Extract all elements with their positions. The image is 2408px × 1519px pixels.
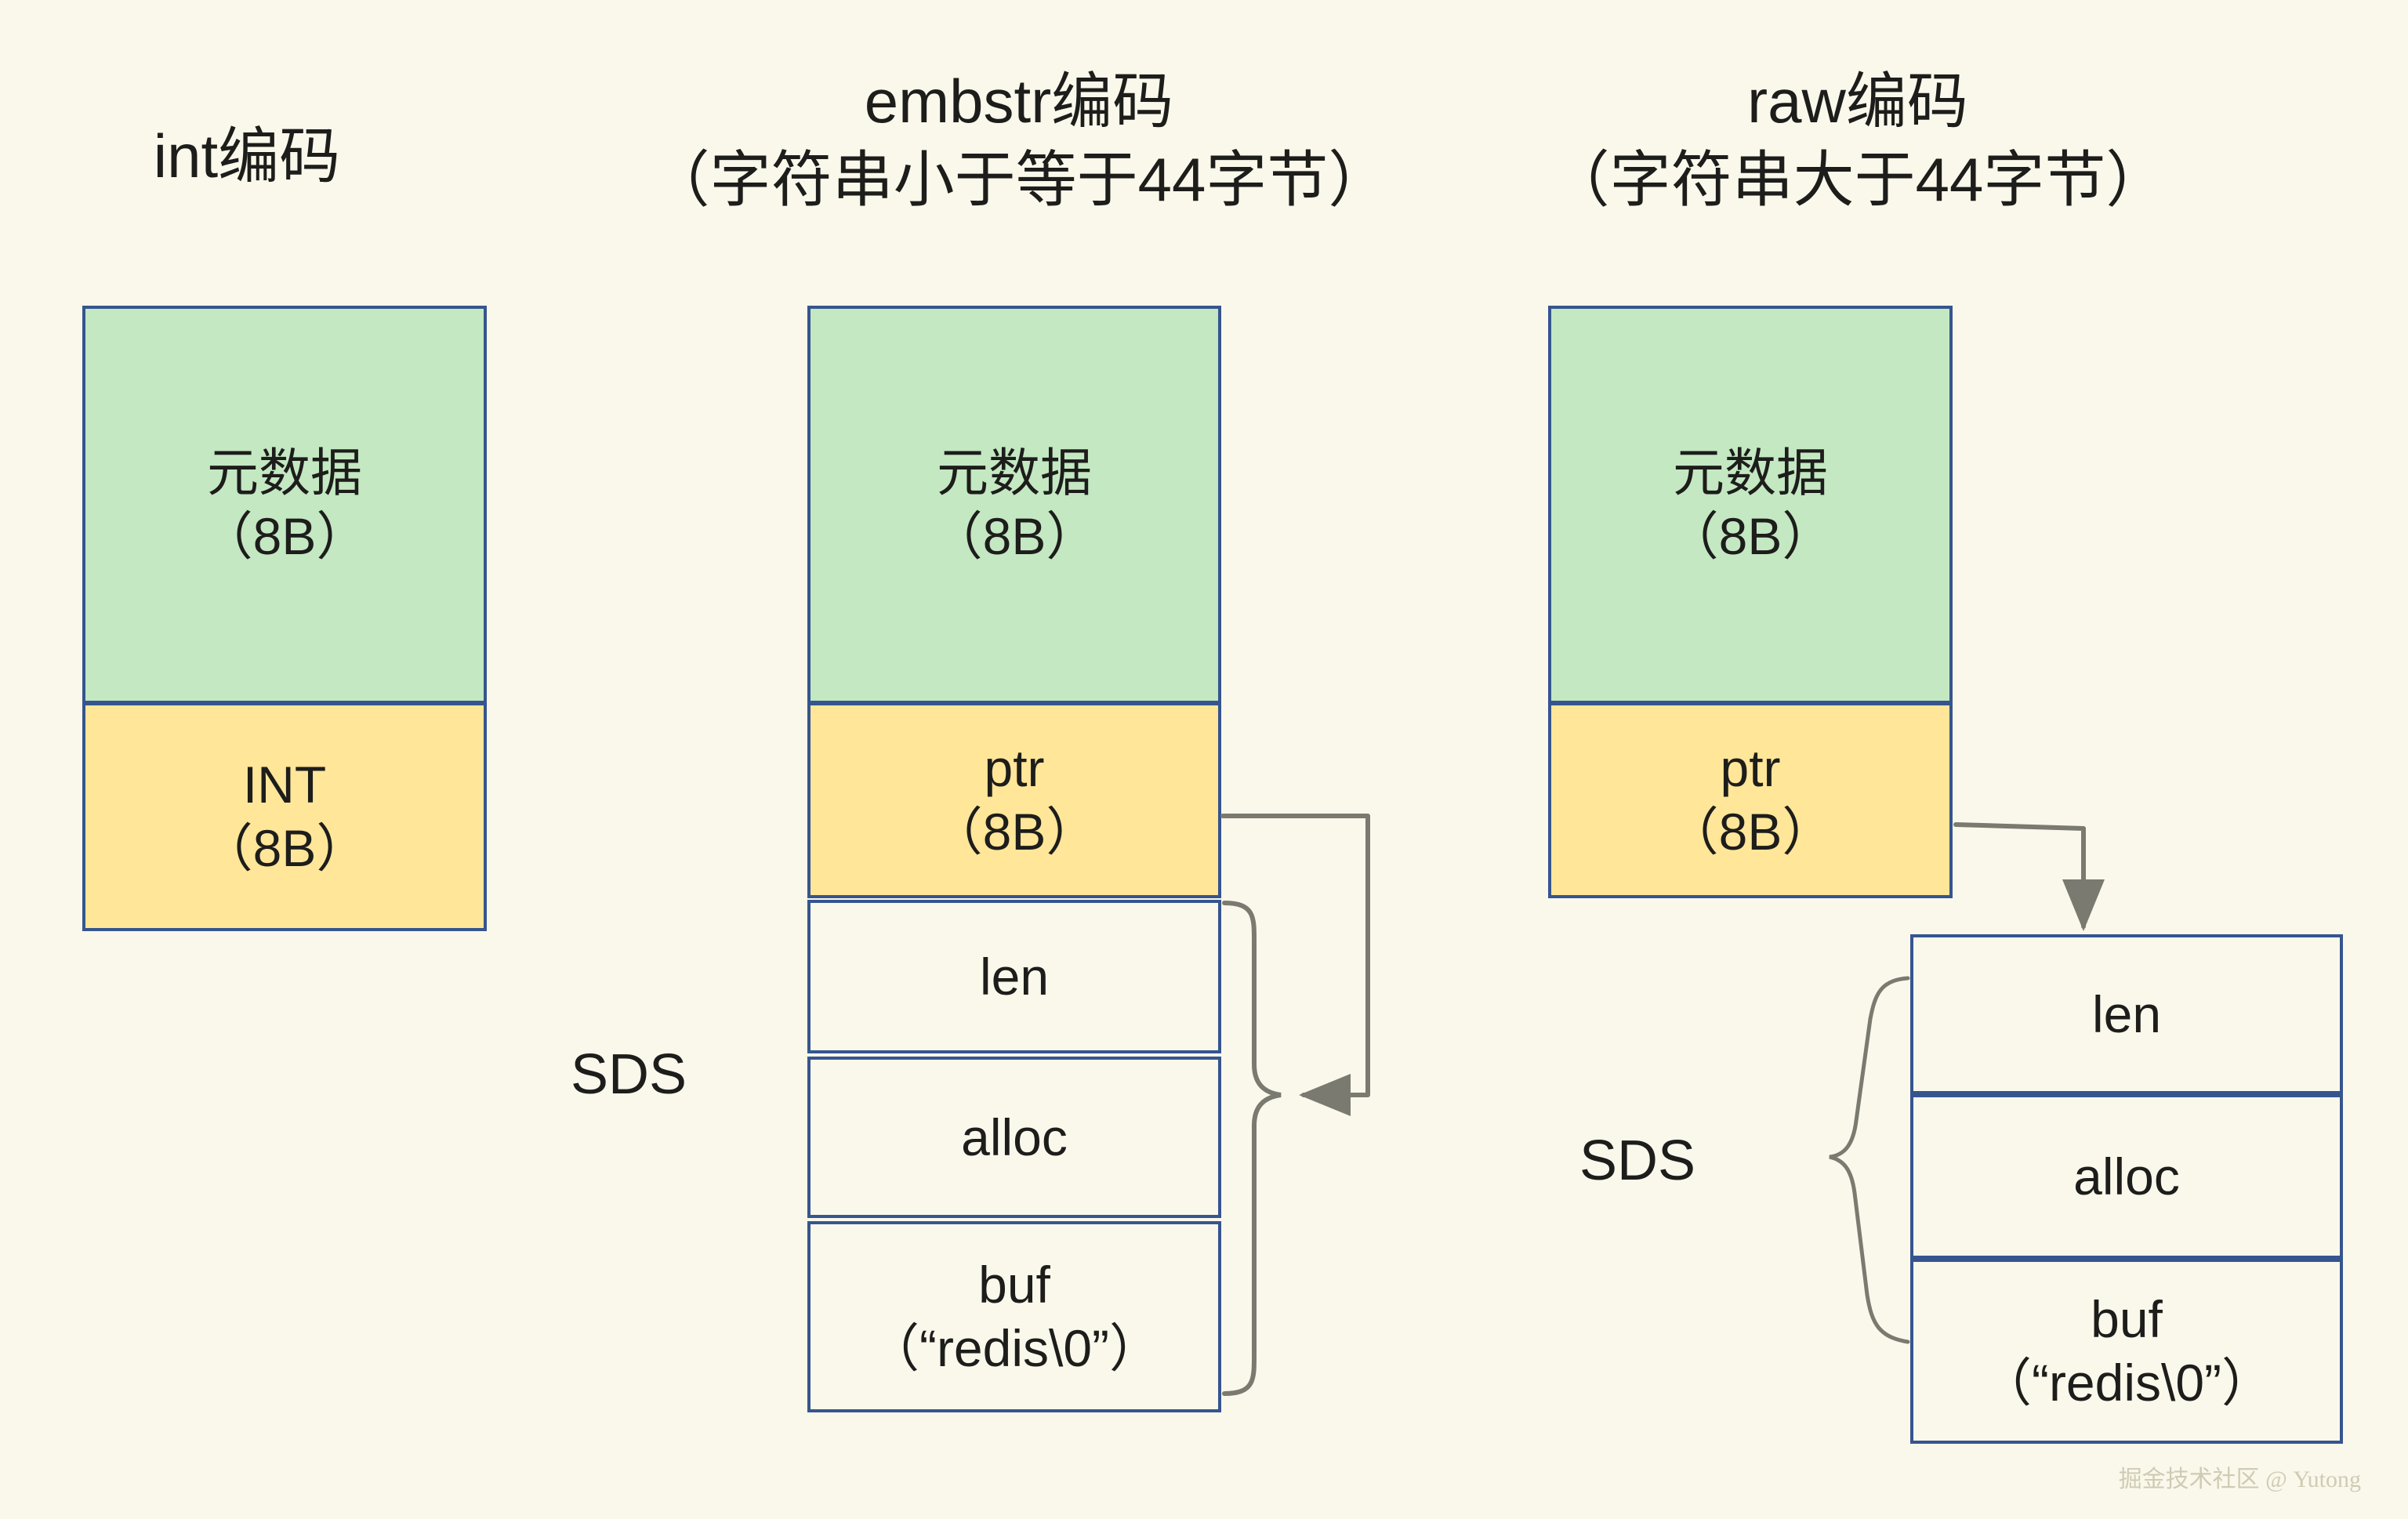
title-raw-encoding: raw编码 （字符串大于44字节） [1466, 63, 2250, 219]
embstr-metadata-size: （8B） [930, 507, 1098, 565]
raw-sds-label: SDS [1579, 1129, 1696, 1192]
raw-ptr-arrow [1953, 822, 2105, 931]
embstr-sds-len-label: len [979, 947, 1050, 1006]
embstr-metadata-block: 元数据 （8B） [807, 306, 1221, 704]
raw-sds-buf-value: （“redis\0”） [1979, 1354, 2274, 1412]
embstr-sds-label: SDS [571, 1043, 687, 1106]
raw-sds-buf-block: buf （“redis\0”） [1910, 1259, 2343, 1444]
embstr-ptr-block: ptr （8B） [807, 702, 1221, 898]
raw-ptr-label: ptr [1720, 739, 1781, 798]
embstr-sds-brace-icon [1222, 901, 1282, 1396]
embstr-sds-buf-value: （“redis\0”） [867, 1319, 1162, 1377]
int-metadata-size: （8B） [201, 507, 368, 565]
embstr-sds-buf-label: buf [978, 1256, 1050, 1314]
title-raw-line1: raw编码 [1747, 67, 1968, 136]
int-value-label: INT [242, 756, 327, 814]
raw-sds-len-label: len [2091, 984, 2162, 1043]
raw-metadata-size: （8B） [1666, 507, 1834, 565]
embstr-ptr-arrow [1220, 814, 1370, 1116]
title-int-encoding: int编码 [82, 118, 412, 196]
int-metadata-block: 元数据 （8B） [82, 306, 487, 704]
embstr-sds-len-block: len [807, 900, 1221, 1053]
title-int-line1: int编码 [153, 121, 341, 190]
int-value-block: INT （8B） [82, 702, 487, 931]
int-value-size: （8B） [201, 819, 368, 877]
embstr-ptr-label: ptr [984, 739, 1045, 798]
raw-sds-buf-label: buf [2091, 1290, 2163, 1349]
raw-metadata-label: 元数据 [1673, 444, 1828, 502]
raw-sds-alloc-label: alloc [2073, 1147, 2180, 1205]
watermark: 掘金技术社区 @ Yutong [2118, 1466, 2361, 1492]
int-metadata-label: 元数据 [207, 444, 362, 502]
embstr-metadata-label: 元数据 [937, 444, 1092, 502]
raw-metadata-block: 元数据 （8B） [1548, 306, 1953, 704]
raw-ptr-size: （8B） [1666, 803, 1834, 861]
embstr-ptr-size: （8B） [930, 803, 1098, 861]
embstr-sds-buf-block: buf （“redis\0”） [807, 1221, 1221, 1412]
title-raw-line2: （字符串大于44字节） [1548, 144, 2167, 214]
raw-sds-len-block: len [1910, 934, 2343, 1094]
title-embstr-line2: （字符串小于等于44字节） [648, 144, 1390, 214]
title-embstr-line1: embstr编码 [864, 67, 1174, 136]
embstr-sds-alloc-label: alloc [961, 1108, 1068, 1166]
title-embstr-encoding: embstr编码 （字符串小于等于44字节） [627, 63, 1411, 219]
raw-sds-alloc-block: alloc [1910, 1094, 2343, 1259]
raw-ptr-block: ptr （8B） [1548, 702, 1953, 898]
raw-sds-brace-icon [1829, 976, 1910, 1344]
embstr-sds-alloc-block: alloc [807, 1057, 1221, 1218]
